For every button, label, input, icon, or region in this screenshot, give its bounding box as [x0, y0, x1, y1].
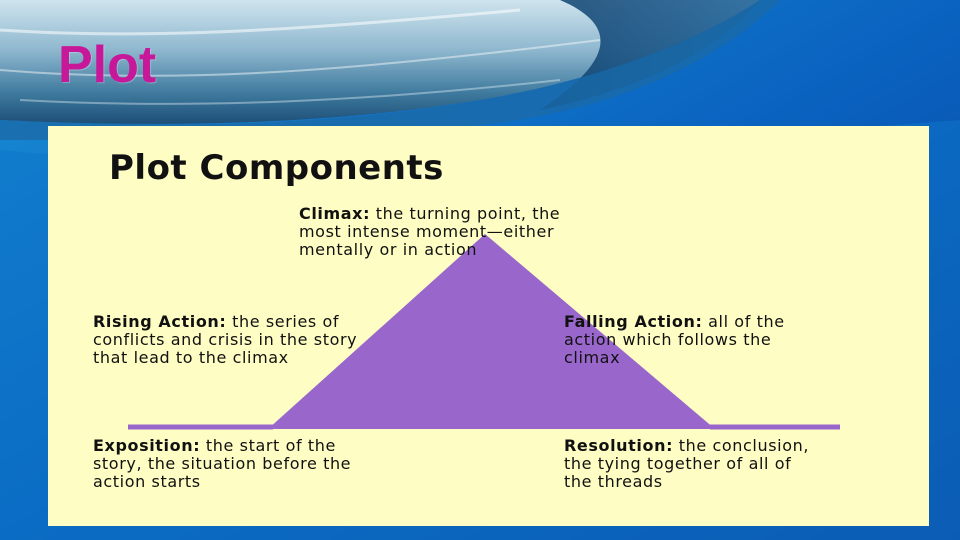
falling-action-term: Falling Action: — [564, 312, 703, 331]
climax-description: the turning point, the most intense mome… — [299, 204, 561, 259]
rising-action-description: the series of conflicts and crisis in th… — [93, 312, 358, 367]
rising-action-label: Rising Action: the series of conflicts a… — [93, 313, 493, 367]
climax-term: Climax: — [299, 204, 371, 223]
plot-triangle — [268, 234, 715, 429]
exposition-term: Exposition: — [93, 436, 201, 455]
resolution-term: Resolution: — [564, 436, 674, 455]
climax-label: Climax: the turning point, the most inte… — [299, 205, 699, 259]
rising-action-term: Rising Action: — [93, 312, 227, 331]
falling-action-description: all of the action which follows the clim… — [564, 312, 785, 367]
falling-action-label: Falling Action: all of the action which … — [564, 313, 924, 367]
exposition-label: Exposition: the start of the story, the … — [93, 437, 493, 491]
panel-title: Plot Components — [109, 148, 444, 188]
plot-triangle-diagram — [128, 234, 840, 430]
resolution-description: the conclusion, the tying together of al… — [564, 436, 810, 491]
plot-diagram-panel: Plot Components Climax: the turning poin… — [48, 126, 929, 526]
resolution-label: Resolution: the conclusion, the tying to… — [564, 437, 926, 491]
exposition-description: the start of the story, the situation be… — [93, 436, 352, 491]
slide-title: Plot — [58, 36, 157, 94]
